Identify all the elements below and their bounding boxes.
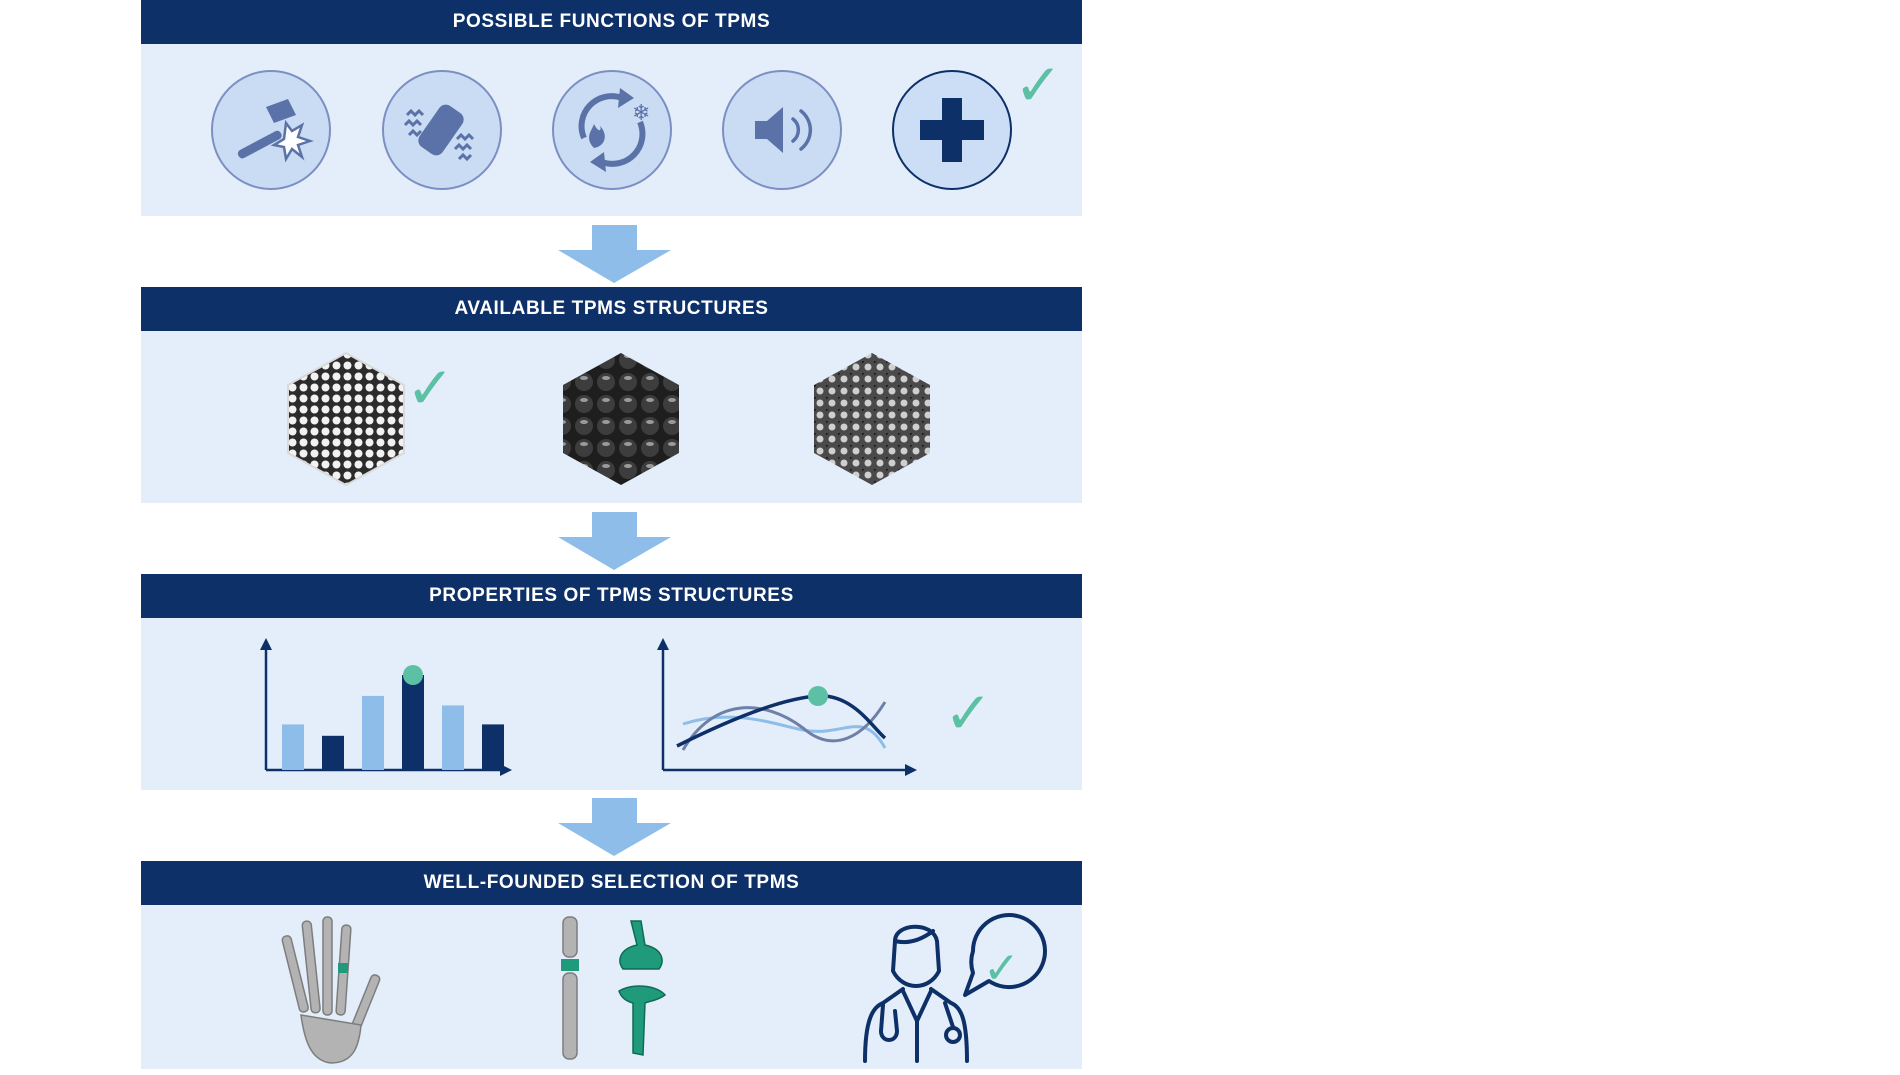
medical-cross-icon	[892, 70, 1012, 190]
line-chart-axes	[657, 638, 917, 776]
structures-header: AVAILABLE TPMS STRUCTURES	[141, 287, 1082, 331]
functions-header: POSSIBLE FUNCTIONS OF TPMS	[141, 0, 1082, 44]
structures-body: ✓	[141, 331, 1082, 503]
functions-body: ❄ ✓	[141, 44, 1082, 216]
finger-joint-implant-icon	[561, 916, 667, 1060]
bar-4	[442, 705, 464, 770]
selection-body: ✓	[141, 905, 1082, 1069]
down-arrow-icon	[558, 225, 671, 283]
properties-panel: PROPERTIES OF TPMS STRUCTURES ✓	[141, 574, 1082, 790]
bar-1	[322, 735, 344, 770]
functions-panel: POSSIBLE FUNCTIONS OF TPMS	[141, 0, 1082, 216]
tpms-lattice-grid-icon	[814, 353, 930, 485]
check-icon: ✓	[944, 679, 993, 747]
tpms-lattice-light-icon	[287, 351, 405, 487]
doctor-approval-icon: ✓	[863, 913, 1047, 1063]
check-icon: ✓	[983, 943, 1020, 994]
selection-header: WELL-FOUNDED SELECTION OF TPMS	[141, 861, 1082, 905]
check-icon: ✓	[1014, 51, 1063, 119]
properties-header: PROPERTIES OF TPMS STRUCTURES	[141, 574, 1082, 618]
structures-panel: AVAILABLE TPMS STRUCTURES ✓	[141, 287, 1082, 503]
down-arrow-icon	[558, 512, 671, 570]
bar-highlight-point	[403, 665, 423, 685]
line-series-light	[682, 715, 887, 749]
down-arrow-icon	[558, 798, 671, 856]
line-series-medium	[681, 701, 887, 751]
bar-5	[482, 724, 504, 770]
line-highlight-point	[808, 686, 828, 706]
svg-text:❄: ❄	[632, 101, 650, 126]
hand-skeleton-icon	[281, 916, 381, 1064]
properties-body: ✓	[141, 618, 1082, 790]
check-icon: ✓	[406, 354, 455, 422]
line-chart	[657, 638, 917, 776]
bar-chart	[260, 638, 512, 776]
selection-panel: WELL-FOUNDED SELECTION OF TPMS	[141, 861, 1082, 1069]
sound-absorption-icon	[722, 70, 842, 190]
heat-exchange-icon: ❄	[552, 70, 672, 190]
bar-0	[282, 724, 304, 770]
bar-3	[402, 675, 424, 770]
hammer-impact-icon	[211, 70, 331, 190]
vibration-damping-icon	[382, 70, 502, 190]
bar-2	[362, 695, 384, 770]
tpms-lattice-dark-icon	[563, 353, 679, 485]
